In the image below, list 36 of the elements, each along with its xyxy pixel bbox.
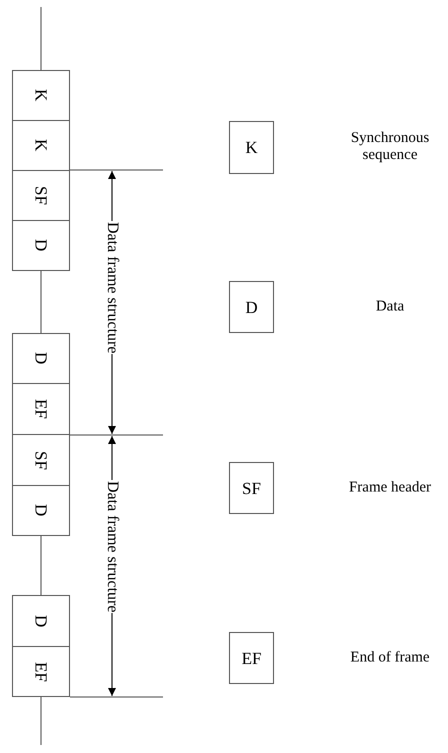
frame-field-cell <box>12 595 70 647</box>
field-code: SF <box>32 186 50 205</box>
legend-key-box <box>229 632 274 684</box>
frame-field-cell <box>12 485 70 536</box>
signal-line <box>40 270 42 334</box>
field-description: End of frame <box>349 649 431 667</box>
frame-field-cell <box>12 333 70 384</box>
field-code: EF <box>242 650 262 666</box>
field-code: D <box>32 352 50 365</box>
frame-field-cell <box>12 120 70 171</box>
field-code: EF <box>32 399 50 419</box>
field-code: K <box>245 139 258 156</box>
field-code: EF <box>32 662 50 682</box>
signal-line <box>40 696 42 746</box>
signal-line <box>40 6 42 70</box>
field-description: Frame header <box>348 479 432 497</box>
field-code: SF <box>32 450 50 470</box>
signal-line <box>40 536 42 596</box>
field-code: K <box>32 89 50 102</box>
frame-field-cell <box>12 70 70 121</box>
frame-field-cell <box>12 383 70 435</box>
frame-field-cell <box>12 434 70 486</box>
legend-key-box <box>229 121 274 174</box>
field-code: D <box>32 239 50 252</box>
legend-key-box <box>229 462 274 514</box>
legend-key-box <box>229 281 274 333</box>
frame-field-cell <box>12 170 70 221</box>
field-description: Data <box>374 298 406 316</box>
field-code: K <box>32 139 50 152</box>
frame-field-cell <box>12 220 70 271</box>
field-description: Synchronous sequence <box>350 130 430 164</box>
field-code: D <box>245 298 258 316</box>
field-code: D <box>32 504 50 517</box>
frame-field-cell <box>12 646 70 697</box>
field-code: D <box>32 614 50 628</box>
field-code: SF <box>242 480 261 496</box>
